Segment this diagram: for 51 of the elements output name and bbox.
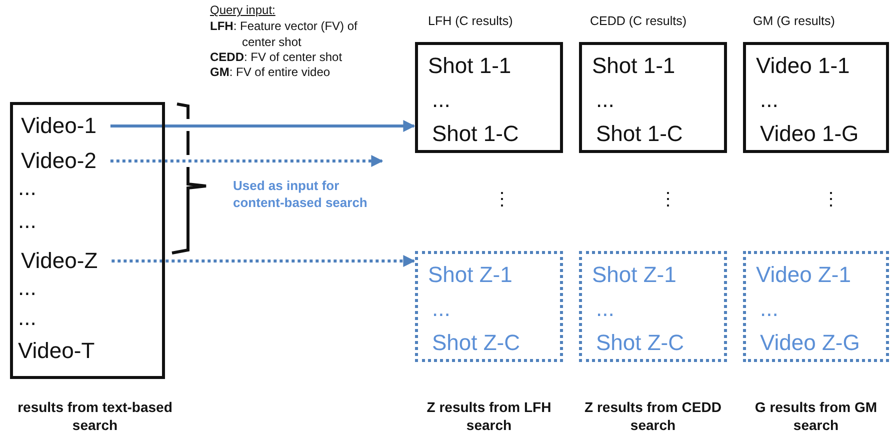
ellipsis: ...: [18, 305, 36, 331]
note-text: LFH: Feature vector (FV) of center shot: [210, 18, 358, 50]
result-box: [415, 42, 563, 153]
annotation: Used as input for content-based search: [233, 177, 368, 211]
result-box: [579, 42, 727, 153]
vertical-ellipsis: ⋮: [493, 188, 511, 210]
result-entry: Shot Z-C: [432, 330, 520, 356]
note-text: CEDD: FV of center shot: [210, 49, 342, 65]
list-entry: Video-Z: [21, 248, 98, 274]
list-entry: Video-T: [18, 338, 95, 364]
list-entry: Video-2: [21, 148, 96, 174]
box-label: Z results from LFH search: [426, 398, 552, 434]
result-entry: Shot 1-C: [596, 121, 683, 147]
result-entry: Video Z-G: [760, 330, 860, 356]
result-entry: Shot Z-C: [596, 330, 684, 356]
column-heading: LFH (C results): [428, 13, 513, 30]
ellipsis: ...: [18, 175, 36, 201]
ellipsis: ...: [18, 275, 36, 301]
result-entry: Shot 1-1: [428, 53, 512, 79]
result-box: [743, 42, 889, 153]
ellipsis: ...: [596, 87, 614, 113]
result-box: [743, 251, 889, 362]
box-label: Z results from CEDD search: [584, 398, 722, 434]
vertical-ellipsis: ⋮: [659, 188, 677, 210]
list-box: [10, 102, 165, 379]
arrow: [112, 255, 416, 267]
ellipsis: ...: [18, 208, 36, 234]
ellipsis: ...: [432, 87, 450, 113]
result-box: [415, 251, 563, 362]
ellipsis: ...: [760, 296, 778, 322]
ellipsis: ...: [596, 296, 614, 322]
arrow: [110, 120, 416, 132]
arrow: [110, 155, 384, 167]
result-entry: Shot Z-1: [592, 262, 676, 288]
note-heading: Query input:: [210, 2, 276, 18]
column-heading: CEDD (C results): [590, 13, 687, 30]
result-entry: Video Z-1: [756, 262, 851, 288]
vertical-ellipsis: ⋮: [822, 188, 840, 210]
result-box: [579, 251, 727, 362]
ellipsis: ...: [760, 87, 778, 113]
result-entry: Shot 1-C: [432, 121, 519, 147]
result-entry: Shot Z-1: [428, 262, 512, 288]
column-heading: GM (G results): [753, 13, 835, 30]
result-entry: Video 1-G: [760, 121, 859, 147]
box-label: G results from GM search: [754, 398, 878, 434]
ellipsis: ...: [432, 296, 450, 322]
result-entry: Shot 1-1: [592, 53, 676, 79]
note-text: GM: FV of entire video: [210, 64, 330, 80]
result-entry: Video 1-1: [756, 53, 850, 79]
box-label: results from text-based search: [16, 398, 174, 434]
list-entry: Video-1: [21, 113, 96, 139]
